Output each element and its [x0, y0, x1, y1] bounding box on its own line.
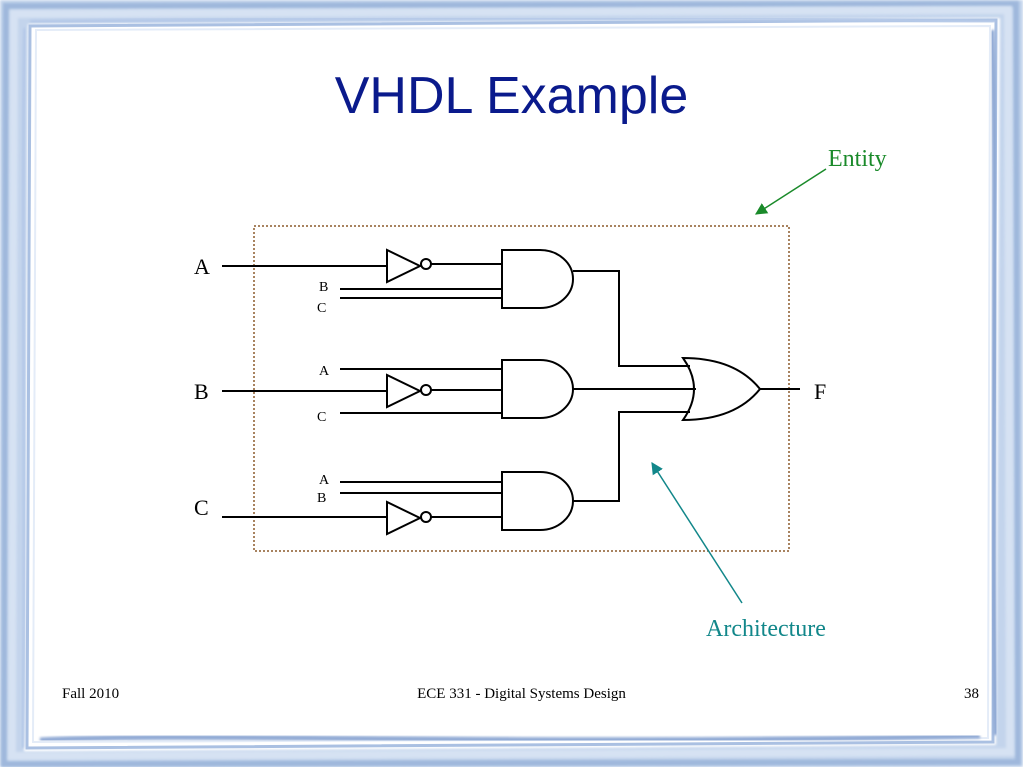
- inverter-3-bubble: [420, 511, 432, 523]
- gate1-label-b: B: [319, 280, 328, 295]
- input-label-c: C: [194, 495, 209, 520]
- inverter-1-bubble: [420, 258, 432, 270]
- architecture-label: Architecture: [706, 616, 826, 642]
- entity-box: [253, 225, 790, 552]
- gate2-label-c: C: [317, 410, 326, 425]
- gate1-label-c: C: [317, 301, 326, 316]
- gate3-label-b: B: [317, 491, 326, 506]
- gate3-label-a: A: [319, 473, 330, 488]
- entity-label: Entity: [828, 146, 887, 172]
- and-gate-2: [501, 359, 574, 419]
- input-label-a: A: [194, 254, 210, 279]
- slide-title: VHDL Example: [334, 67, 689, 125]
- and-gate-3: [501, 471, 574, 531]
- gate2-label-a: A: [319, 364, 330, 379]
- or-gate: [681, 356, 762, 422]
- and-gate-1: [501, 249, 574, 309]
- output-label-f: F: [814, 379, 826, 404]
- inverter-1: [386, 248, 423, 284]
- input-label-b: B: [194, 379, 209, 404]
- architecture-arrow: [651, 461, 743, 604]
- inverter-2-bubble: [420, 384, 432, 396]
- inverter-2: [386, 373, 423, 409]
- footer-date: Fall 2010: [62, 686, 120, 702]
- footer-course: ECE 331 - Digital Systems Design: [417, 686, 626, 702]
- inverter-3: [386, 500, 423, 536]
- entity-arrow: [754, 168, 827, 215]
- page-number: 38: [964, 686, 979, 702]
